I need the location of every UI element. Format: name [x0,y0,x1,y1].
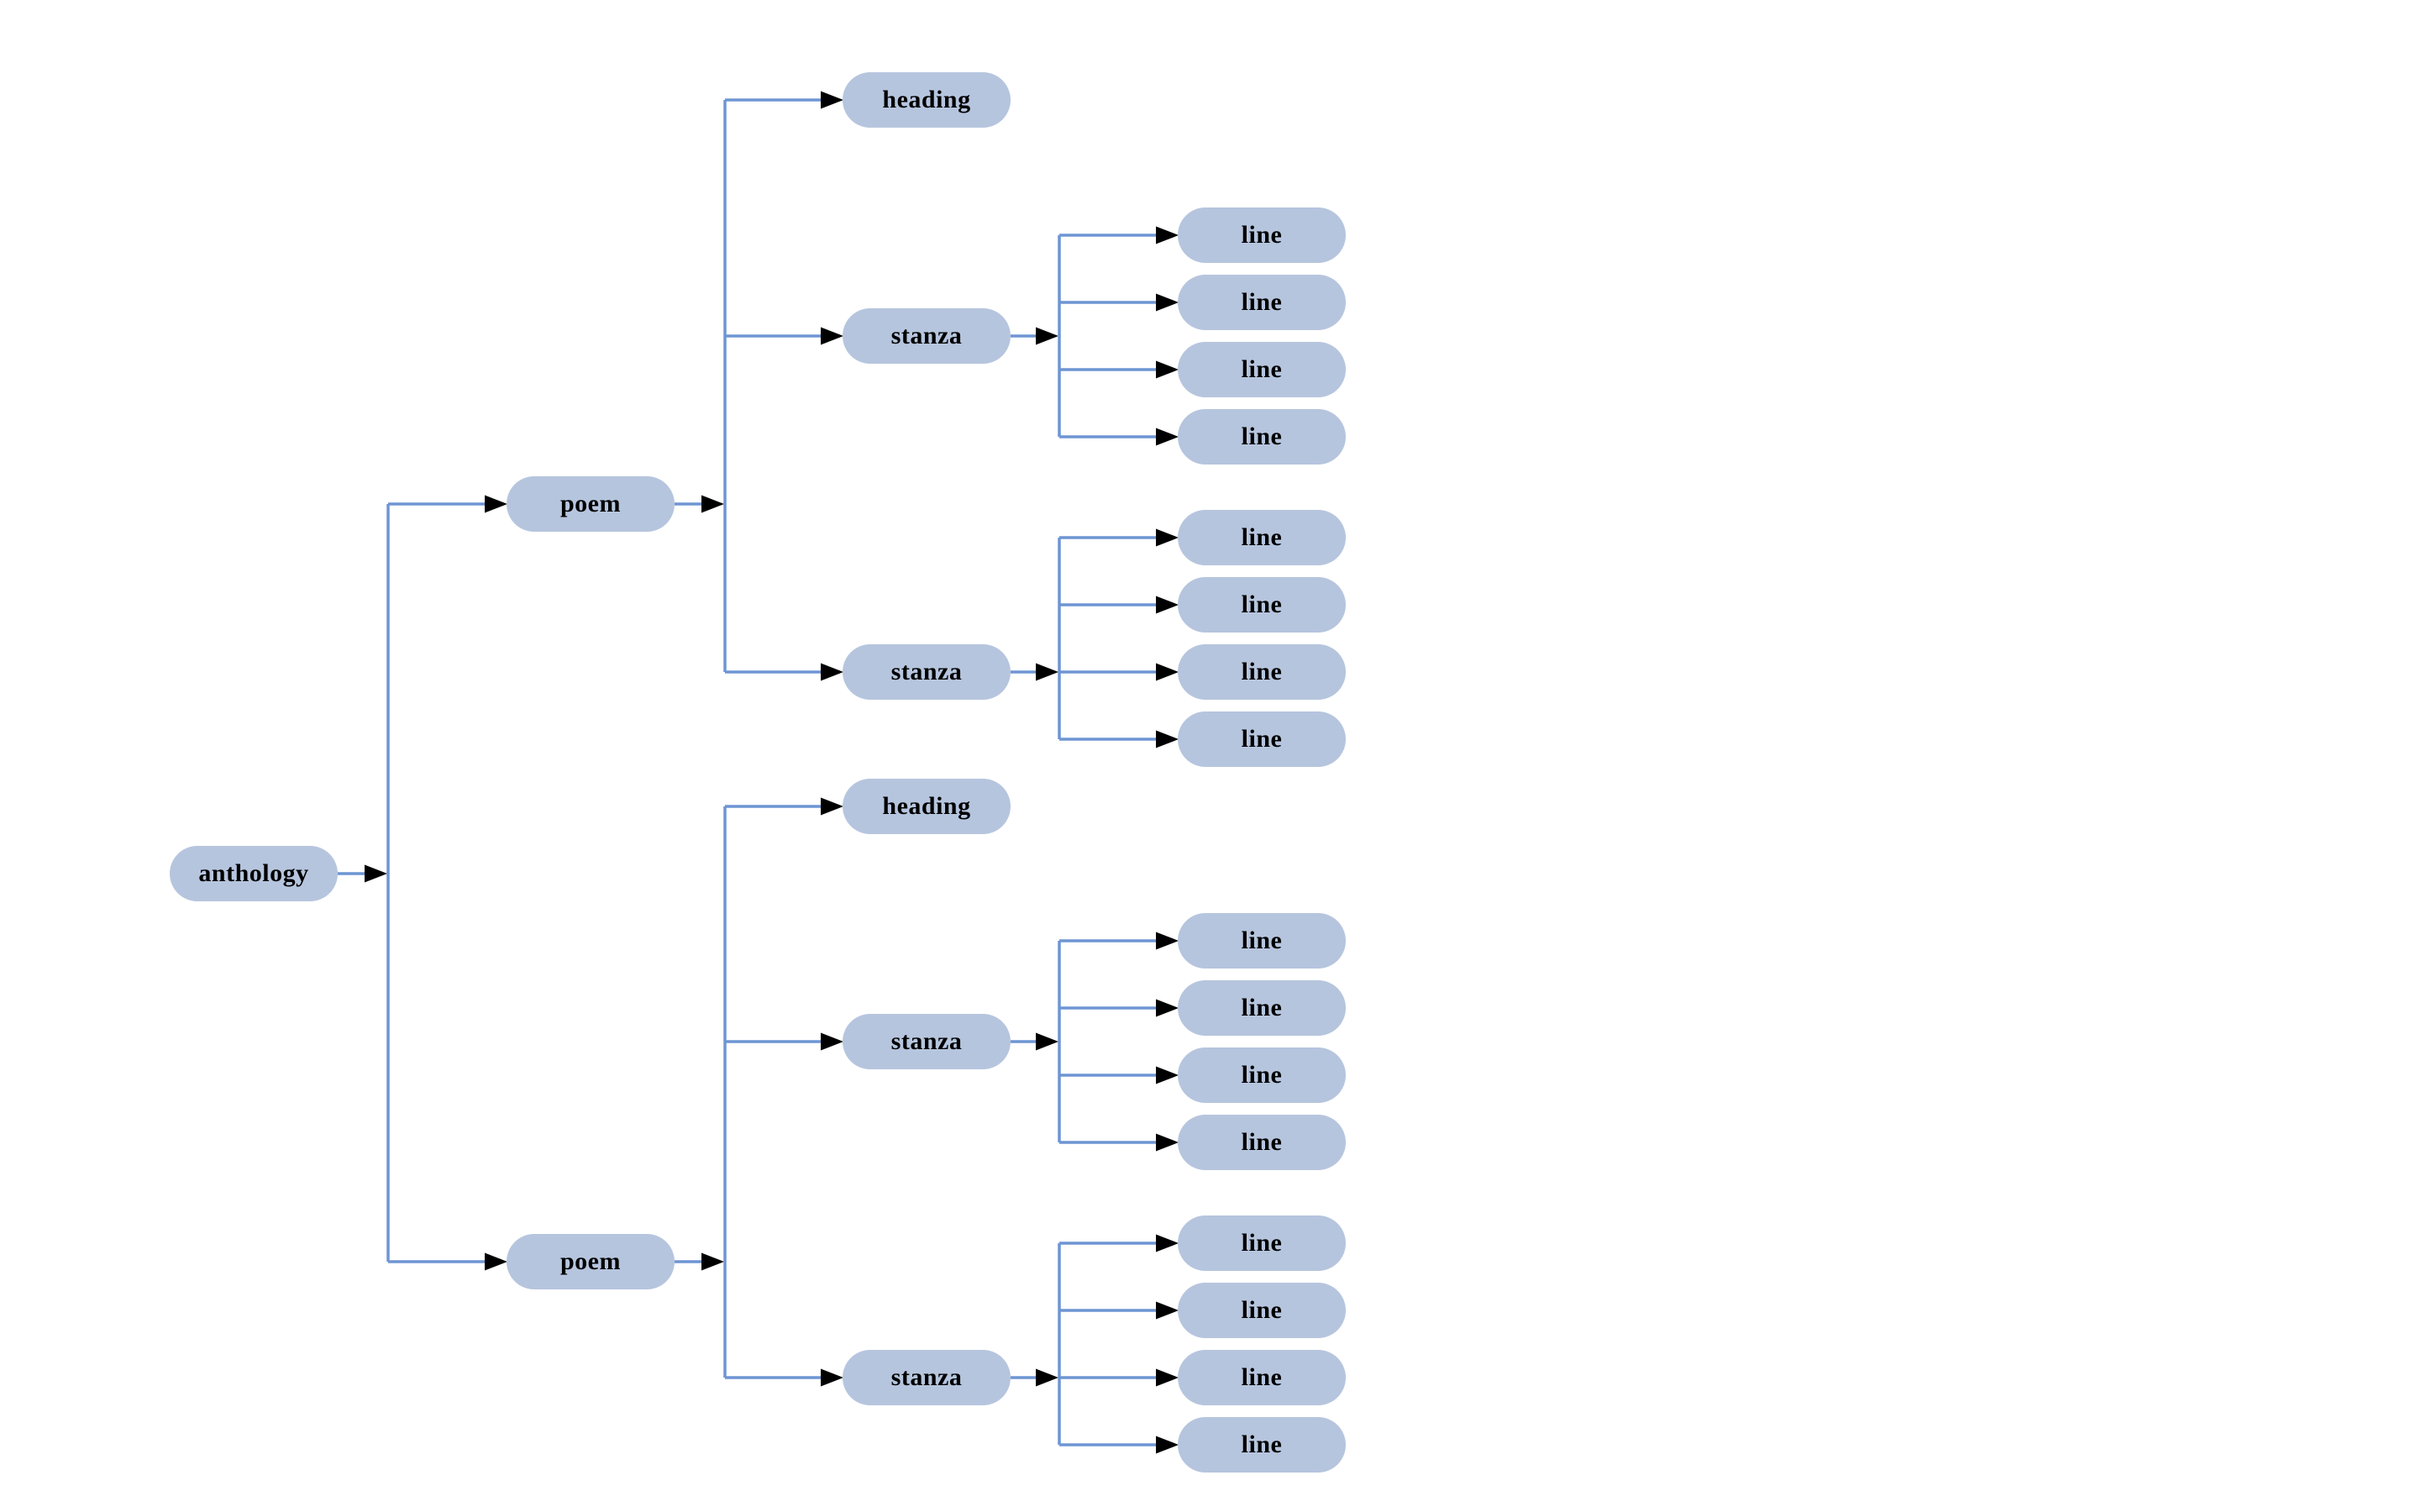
node-line: line [1178,1047,1346,1103]
node-label: poem [560,490,621,517]
node-label: line [1241,355,1283,383]
edge-arrowhead [485,1252,507,1271]
node-poem: poem [507,1234,675,1289]
edge-arrowhead [365,864,387,883]
node-stanza: stanza [843,1014,1011,1069]
node-label: line [1241,994,1283,1021]
node-label: line [1241,591,1283,618]
node-stanza: stanza [843,644,1011,700]
edge-arrowhead [1156,596,1179,614]
node-line: line [1178,913,1346,969]
edge-arrowhead [821,797,843,816]
edge-arrowhead [1156,1368,1179,1387]
edge-arrowhead [1156,730,1179,748]
edge-arrowhead [1156,999,1179,1017]
node-line: line [1178,644,1346,700]
edge-arrowhead [1156,428,1179,446]
node-label: stanza [890,322,963,349]
node-line: line [1178,1215,1346,1271]
node-label: stanza [890,1027,963,1055]
node-heading: heading [843,779,1011,834]
edge-arrowhead [701,495,724,513]
edge-arrowhead [1156,1066,1179,1084]
node-line: line [1178,342,1346,397]
node-label: line [1241,423,1283,450]
node-line: line [1178,1417,1346,1473]
node-line: line [1178,711,1346,767]
node-label: poem [560,1247,621,1275]
node-label: line [1241,1128,1283,1156]
edge-arrowhead [821,327,843,345]
edge-arrowhead [1036,1368,1058,1387]
node-line: line [1178,510,1346,565]
node-line: line [1178,1283,1346,1338]
node-label: line [1241,1061,1283,1089]
node-label: line [1241,927,1283,954]
node-label: line [1241,1296,1283,1324]
node-anthology: anthology [170,846,338,901]
node-label: line [1241,1229,1283,1257]
edge-arrowhead [1156,1234,1179,1252]
edge-arrowhead [821,91,843,109]
edge-arrowhead [1156,360,1179,379]
node-line: line [1178,275,1346,330]
node-label: heading [882,86,971,113]
node-label: line [1241,658,1283,685]
node-heading: heading [843,72,1011,128]
node-label: line [1241,725,1283,753]
edge-arrowhead [1156,1301,1179,1320]
node-line: line [1178,980,1346,1036]
node-label: stanza [890,1363,963,1391]
node-label: line [1241,221,1283,249]
edge-arrowhead [1036,327,1058,345]
edge-arrowhead [485,495,507,513]
node-line: line [1178,1115,1346,1170]
node-line: line [1178,409,1346,465]
edge-arrowhead [1036,663,1058,681]
edge-arrowhead [821,663,843,681]
node-label: line [1241,523,1283,551]
node-line: line [1178,207,1346,263]
node-stanza: stanza [843,308,1011,364]
edge-arrowhead [821,1368,843,1387]
edge-arrowhead [1156,528,1179,547]
edge-arrowhead [821,1032,843,1051]
node-line: line [1178,577,1346,633]
edge-arrowhead [1156,663,1179,681]
edge-arrowhead [1156,1133,1179,1152]
edge-arrowhead [1156,932,1179,950]
edge-arrowhead [1156,1436,1179,1454]
node-line: line [1178,1350,1346,1405]
node-poem: poem [507,476,675,532]
node-stanza: stanza [843,1350,1011,1405]
node-label: line [1241,288,1283,316]
node-label: line [1241,1431,1283,1458]
node-label: anthology [198,859,309,887]
edge-arrowhead [701,1252,724,1271]
edge-arrowhead [1156,226,1179,244]
node-label: stanza [890,658,963,685]
node-label: heading [882,792,971,820]
node-label: line [1241,1363,1283,1391]
edge-arrowhead [1036,1032,1058,1051]
edge-arrowhead [1156,293,1179,312]
